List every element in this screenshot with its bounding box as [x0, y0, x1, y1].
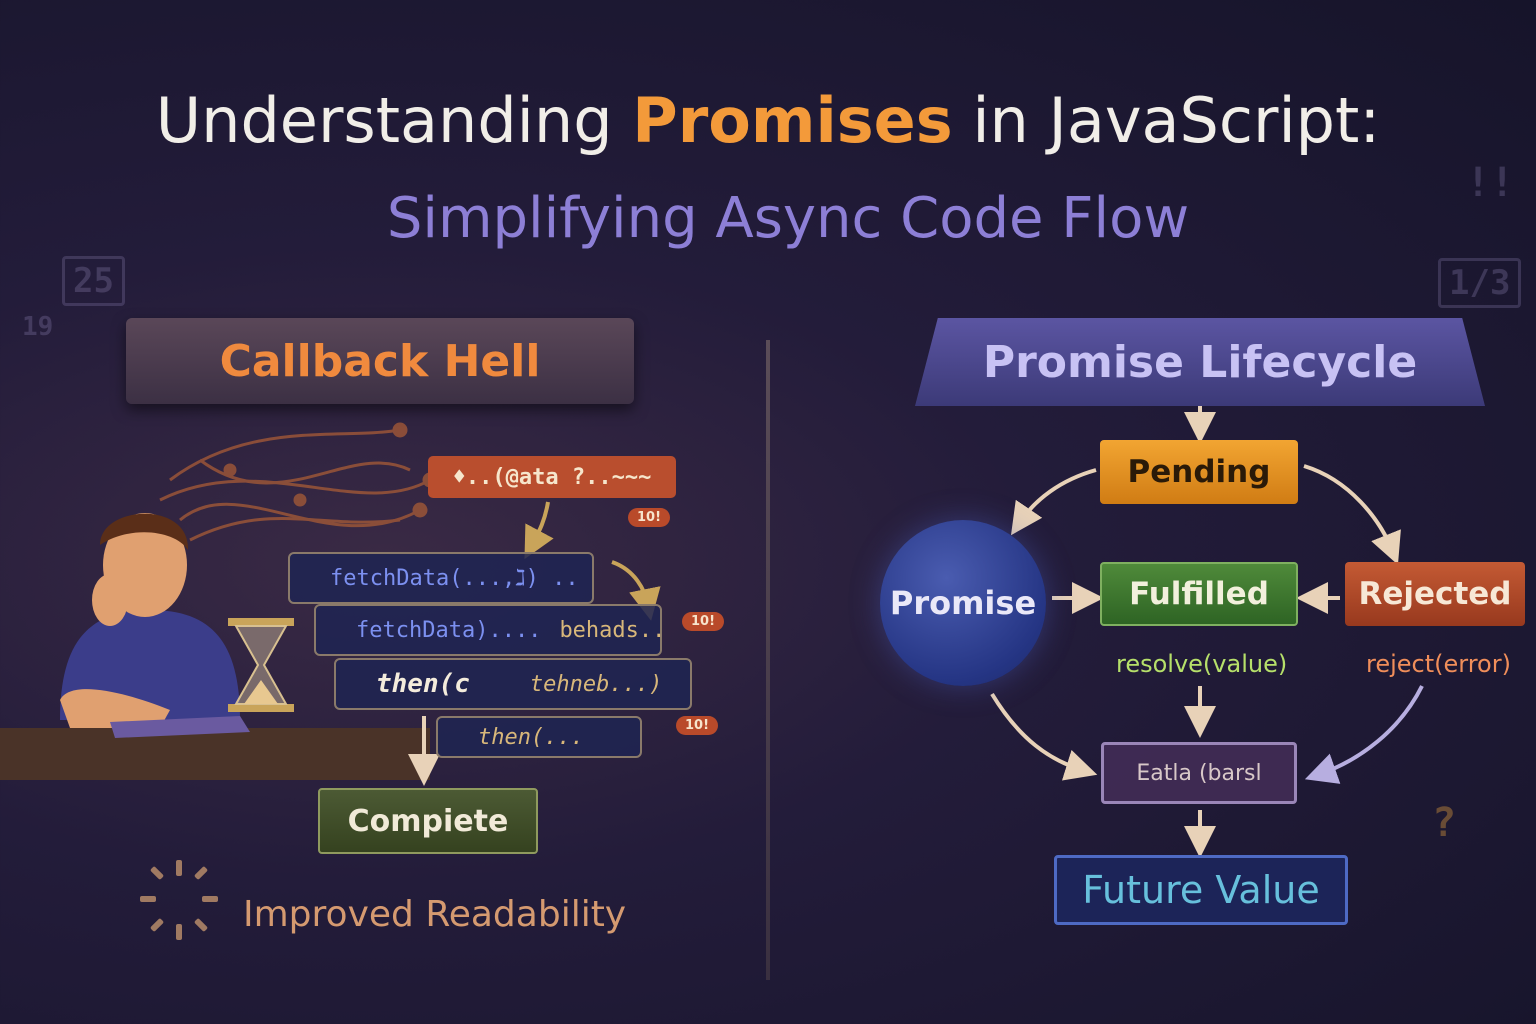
code-line: fetchData(...,ℷ) ..	[288, 552, 594, 604]
promise-circle: Promise	[880, 520, 1046, 686]
code-line: then(...	[436, 716, 642, 758]
flow-arrows-right	[990, 406, 1424, 858]
tangled-callbacks	[159, 422, 438, 542]
code-text: then(c	[376, 669, 470, 699]
subtitle: Simplifying Async Code Flow	[386, 186, 1190, 251]
title-prefix: Understanding	[155, 84, 633, 157]
error-bubble: 10!	[628, 508, 671, 527]
code-text: behads..	[559, 617, 666, 643]
complete-box: Compiete	[318, 788, 538, 854]
person-illustration	[60, 513, 240, 728]
fulfilled-state: Fulfilled	[1100, 562, 1298, 626]
future-value-box: Future Value	[1054, 855, 1348, 925]
data-call-box: ♦..(@ata ?..~~~	[428, 456, 676, 498]
error-bubble: 10!	[682, 612, 725, 631]
readability-label: Improved Readability	[243, 894, 627, 935]
callback-hell-banner: Callback Hell	[126, 318, 634, 404]
rejected-state: Rejected	[1345, 562, 1525, 626]
decor-number: 25	[62, 256, 125, 306]
code-text: tehneb...)	[529, 671, 663, 697]
spinner-icon	[140, 860, 218, 940]
page-title: Understanding Promises in JavaScript:	[0, 84, 1536, 157]
desk	[0, 728, 430, 780]
pending-state: Pending	[1100, 440, 1298, 504]
decor-number: 19	[22, 312, 54, 342]
code-line: fetchData).... behads..	[314, 604, 666, 656]
code-text: then(...	[478, 724, 584, 750]
hourglass-icon	[228, 618, 294, 712]
book	[110, 716, 250, 738]
decor-fraction: 1/3	[1438, 258, 1522, 308]
result-box: Eatla (barsl	[1101, 742, 1297, 804]
decor-exclaim: !!	[1466, 160, 1515, 206]
decor-question: ?	[1432, 800, 1457, 846]
flow-arrows-left	[408, 501, 661, 786]
title-suffix: in JavaScript:	[952, 84, 1381, 157]
error-bubble: 10!	[676, 716, 719, 735]
resolve-label: resolve(value)	[1116, 650, 1288, 678]
promise-lifecycle-banner: Promise Lifecycle	[915, 318, 1485, 406]
code-text: fetchData)....	[356, 617, 542, 643]
code-line: then(c tehneb...)	[334, 658, 692, 710]
code-text: fetchData(...,ℷ) ..	[330, 565, 579, 591]
divider	[766, 340, 770, 980]
title-highlight: Promises	[632, 84, 953, 157]
reject-label: reject(error)	[1366, 650, 1511, 678]
